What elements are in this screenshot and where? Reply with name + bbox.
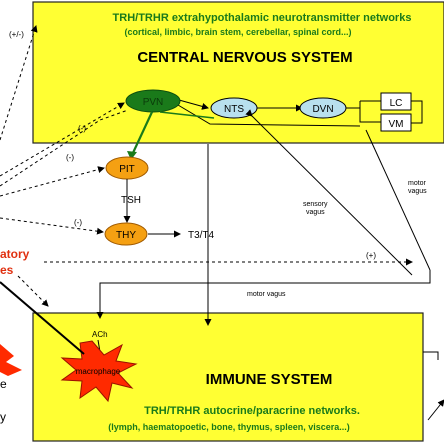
pit-label: PIT bbox=[119, 164, 135, 175]
left-red-text-1: atory bbox=[0, 247, 30, 261]
dashed-feedback-thy bbox=[0, 217, 104, 235]
pvn-to-nts-green bbox=[159, 111, 215, 119]
motor-vagus-label-1: motor bbox=[408, 180, 427, 187]
left-red-burst bbox=[0, 344, 22, 376]
pvn-to-dvn-lower bbox=[177, 104, 361, 127]
motor-vagus-label-2: vagus bbox=[408, 188, 427, 195]
lc-label: LC bbox=[390, 98, 403, 109]
immune-subtitle-2: (lymph, haematopoetic, bone, thymus, spl… bbox=[108, 422, 350, 432]
macrophage-node bbox=[60, 340, 138, 403]
sensory-vagus-line bbox=[245, 109, 413, 276]
minus-2-label: (-) bbox=[66, 153, 74, 162]
pm-top-label: (+/-) bbox=[9, 30, 24, 39]
nts-label: NTS bbox=[224, 104, 244, 115]
left-text-y: y bbox=[0, 410, 6, 424]
cns-title: CENTRAL NERVOUS SYSTEM bbox=[137, 49, 352, 66]
dashed-feedback-pit bbox=[0, 166, 105, 197]
dvn-node bbox=[299, 97, 347, 119]
thy-label: THY bbox=[116, 230, 136, 241]
macrophage-label: macrophage bbox=[76, 367, 121, 376]
vm-label: VM bbox=[389, 119, 404, 130]
pvn-to-pit-arrow bbox=[131, 111, 153, 156]
dashed-feedback-top bbox=[0, 25, 38, 141]
pvn-label: PVN bbox=[143, 97, 164, 108]
motor-vagus-bottom-label: motor vagus bbox=[247, 291, 286, 298]
ach-label: ACh bbox=[92, 330, 108, 339]
sensory-vagus-label-1: sensory bbox=[303, 201, 328, 208]
dashed-pvn-loop bbox=[0, 109, 129, 187]
motor-vagus-bottom-route bbox=[96, 270, 431, 319]
pvn-to-nts-arrow bbox=[178, 99, 209, 110]
immune-subtitle: TRH/TRHR autocrine/paracrine networks. bbox=[144, 405, 360, 417]
sensory-vagus-label-2: vagus bbox=[306, 209, 325, 216]
motor-vagus-line bbox=[365, 129, 431, 271]
inflammatory-input-line bbox=[0, 281, 85, 355]
cns-header-line1: TRH/TRHR extrahypothalamic neurotransmit… bbox=[113, 12, 412, 24]
minus-1-label: (-) bbox=[78, 124, 86, 133]
lc-vm-bracket bbox=[411, 100, 423, 124]
immune-right-arrow bbox=[427, 399, 444, 421]
immune-title: IMMUNE SYSTEM bbox=[206, 371, 333, 388]
left-text-e: e bbox=[0, 377, 7, 391]
plus-1-label: (+) bbox=[366, 251, 376, 260]
green-arrowhead bbox=[127, 151, 137, 160]
inflammatory-input-dash bbox=[17, 275, 49, 307]
tsh-label: TSH bbox=[121, 195, 141, 206]
minus-3-label: (-) bbox=[74, 218, 82, 227]
t3t4-label: T3/T4 bbox=[188, 230, 215, 241]
dvn-label: DVN bbox=[312, 104, 333, 115]
immune-right-connector bbox=[423, 351, 439, 360]
pvn-node bbox=[125, 89, 181, 113]
left-red-text-2: es bbox=[0, 263, 14, 277]
thy-node bbox=[104, 222, 148, 246]
cns-header-line2: (cortical, limbic, brain stem, cerebella… bbox=[124, 27, 351, 37]
